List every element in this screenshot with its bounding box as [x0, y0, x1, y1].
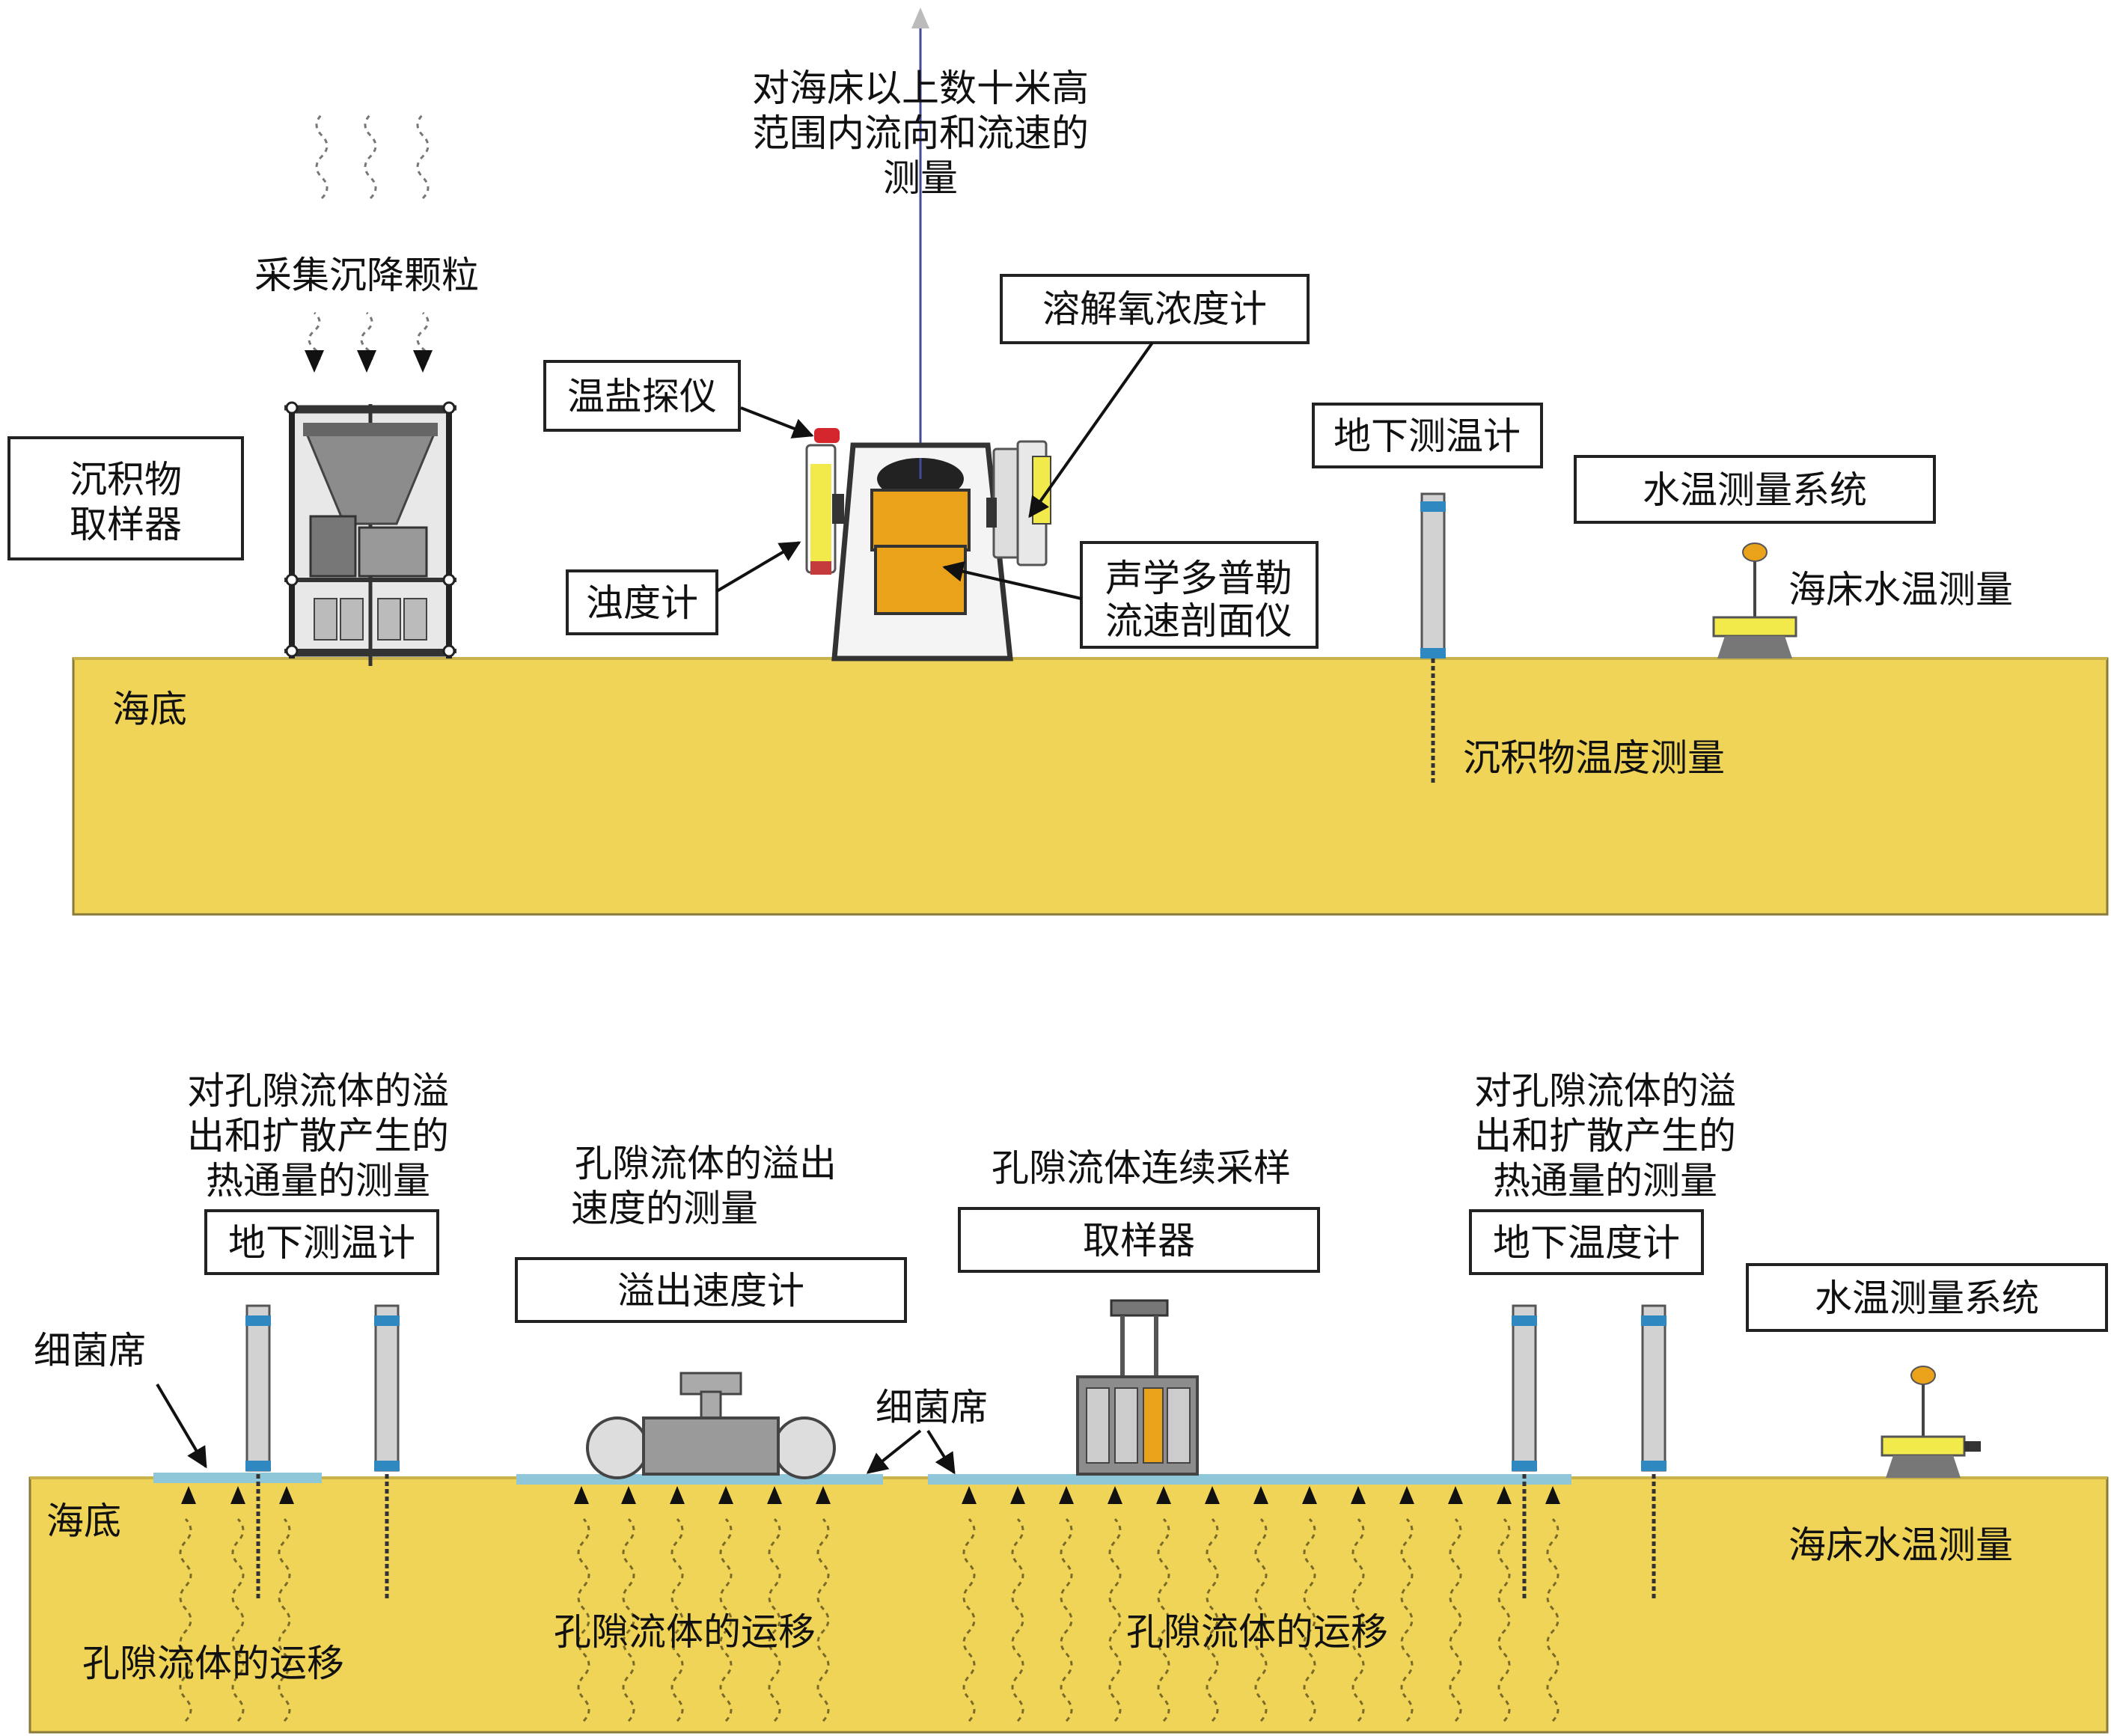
svg-text:水温测量系统: 水温测量系统	[1815, 1277, 2039, 1320]
seepage-rate-caption: 孔隙流体的溢出 速度的测量	[571, 1142, 837, 1230]
adcp-box: 声学多普勒 流速剖面仪	[1080, 541, 1319, 649]
subsurface-thermometer-box-bottom: 地下测温计	[204, 1209, 439, 1275]
svg-text:地下测温计: 地下测温计	[1333, 415, 1521, 458]
collect-particles-label: 采集沉降颗粒	[254, 254, 479, 297]
svg-text:沉积物: 沉积物	[70, 458, 182, 501]
svg-text:取样器: 取样器	[70, 503, 182, 546]
svg-text:对孔隙流体的溢: 对孔隙流体的溢	[1474, 1069, 1736, 1113]
svg-text:热通量的测量: 热通量的测量	[206, 1159, 430, 1202]
svg-text:声学多普勒: 声学多普勒	[1105, 557, 1292, 600]
continuous-sampling-label: 孔隙流体连续采样	[992, 1146, 1291, 1190]
svg-text:温盐探仪: 温盐探仪	[567, 375, 717, 418]
sampler-box: 取样器	[958, 1207, 1320, 1273]
heat-flux-right-caption: 对孔隙流体的溢 出和扩散产生的 热通量的测量	[1474, 1069, 1736, 1202]
subsurface-thermometer-right-box: 地下温度计	[1469, 1209, 1704, 1275]
pore-fluid-migration-3: 孔隙流体的运移	[1126, 1610, 1388, 1654]
bottom-panel: 对孔隙流体的溢 出和扩散产生的 热通量的测量 地下测温计 细菌席 孔隙流体的溢出…	[28, 1069, 2109, 1734]
bottom-seafloor	[28, 1476, 2109, 1734]
subsurface-thermometer-right-1	[1512, 1304, 1537, 1601]
svg-text:热通量的测量: 热通量的测量	[1493, 1159, 1717, 1202]
flow-measure-caption: 对海床以上数十米高 范围内流向和流速的 测量	[752, 67, 1089, 200]
bacterial-mat-mid-label: 细菌席	[876, 1386, 988, 1429]
subsurface-thermometer-left-2	[374, 1304, 400, 1601]
seepage-meter	[586, 1372, 836, 1479]
svg-text:对海床以上数十米高: 对海床以上数十米高	[752, 67, 1089, 110]
top-panel: 对海床以上数十米高 范围内流向和流速的 测量 采集沉降颗粒 沉积物 取样器	[7, 7, 2109, 916]
dissolved-oxygen-box: 溶解氧浓度计	[1000, 274, 1310, 344]
seabed-water-temp-label: 海床水温测量	[1788, 568, 2013, 611]
svg-text:流速剖面仪: 流速剖面仪	[1105, 599, 1292, 643]
subsurface-thermometer-left-1	[245, 1304, 271, 1601]
subsurface-thermometer-box: 地下测温计	[1312, 403, 1543, 468]
pore-fluid-migration-2: 孔隙流体的运移	[554, 1610, 816, 1654]
settling-particles	[308, 113, 430, 368]
svg-text:地下温度计: 地下温度计	[1493, 1221, 1680, 1265]
svg-text:溶解氧浓度计: 溶解氧浓度计	[1042, 287, 1267, 331]
svg-text:对孔隙流体的溢: 对孔隙流体的溢	[187, 1069, 449, 1113]
svg-text:孔隙流体的溢出: 孔隙流体的溢出	[575, 1142, 837, 1185]
current-profile-arrow	[911, 7, 929, 456]
svg-text:出和扩散产生的: 出和扩散产生的	[187, 1114, 449, 1158]
subsurface-thermometer-right-2	[1641, 1304, 1667, 1601]
ctd-instrument	[805, 428, 844, 575]
sediment-temp-label: 沉积物温度测量	[1463, 736, 1725, 780]
svg-text:溢出速度计: 溢出速度计	[617, 1269, 804, 1312]
svg-text:水温测量系统: 水温测量系统	[1643, 468, 1867, 512]
settling-arrows	[305, 350, 433, 373]
water-temp-sensor-bottom	[1881, 1366, 1981, 1478]
pore-fluid-migration-1: 孔隙流体的运移	[82, 1642, 344, 1685]
water-temp-sensor	[1712, 542, 1797, 658]
sediment-sampler-box: 沉积物 取样器	[7, 436, 244, 560]
svg-text:取样器: 取样器	[1083, 1219, 1195, 1262]
svg-text:浊度计: 浊度计	[586, 581, 698, 625]
turbidity-box: 浊度计	[566, 569, 718, 635]
water-temp-system-box: 水温测量系统	[1574, 455, 1936, 524]
svg-text:出和扩散产生的: 出和扩散产生的	[1474, 1114, 1736, 1158]
sediment-sampler	[284, 401, 456, 666]
bottom-seabed-water-temp-label: 海床水温测量	[1788, 1523, 2013, 1567]
svg-text:测量: 测量	[883, 156, 958, 200]
bacterial-mat-left-label: 细菌席	[34, 1329, 146, 1372]
bottom-seabed-label: 海底	[46, 1500, 121, 1543]
heat-flux-left-caption: 对孔隙流体的溢 出和扩散产生的 热通量的测量	[187, 1069, 449, 1202]
top-seafloor	[72, 657, 2109, 916]
water-temp-system-box-bottom: 水温测量系统	[1746, 1263, 2108, 1332]
seepage-meter-box: 溢出速度计	[515, 1257, 907, 1323]
svg-text:地下测温计: 地下测温计	[228, 1221, 415, 1265]
subsurface-thermometer	[1420, 492, 1446, 786]
svg-text:范围内流向和流速的: 范围内流向和流速的	[752, 111, 1089, 155]
do-instrument	[986, 440, 1051, 566]
adcp-lander	[831, 442, 1013, 661]
pore-fluid-paths	[179, 1518, 1559, 1723]
svg-text:速度的测量: 速度的测量	[571, 1187, 758, 1230]
pore-fluid-sampler	[1076, 1299, 1199, 1476]
top-seabed-label: 海底	[112, 688, 187, 731]
ctd-box: 温盐探仪	[543, 360, 741, 432]
